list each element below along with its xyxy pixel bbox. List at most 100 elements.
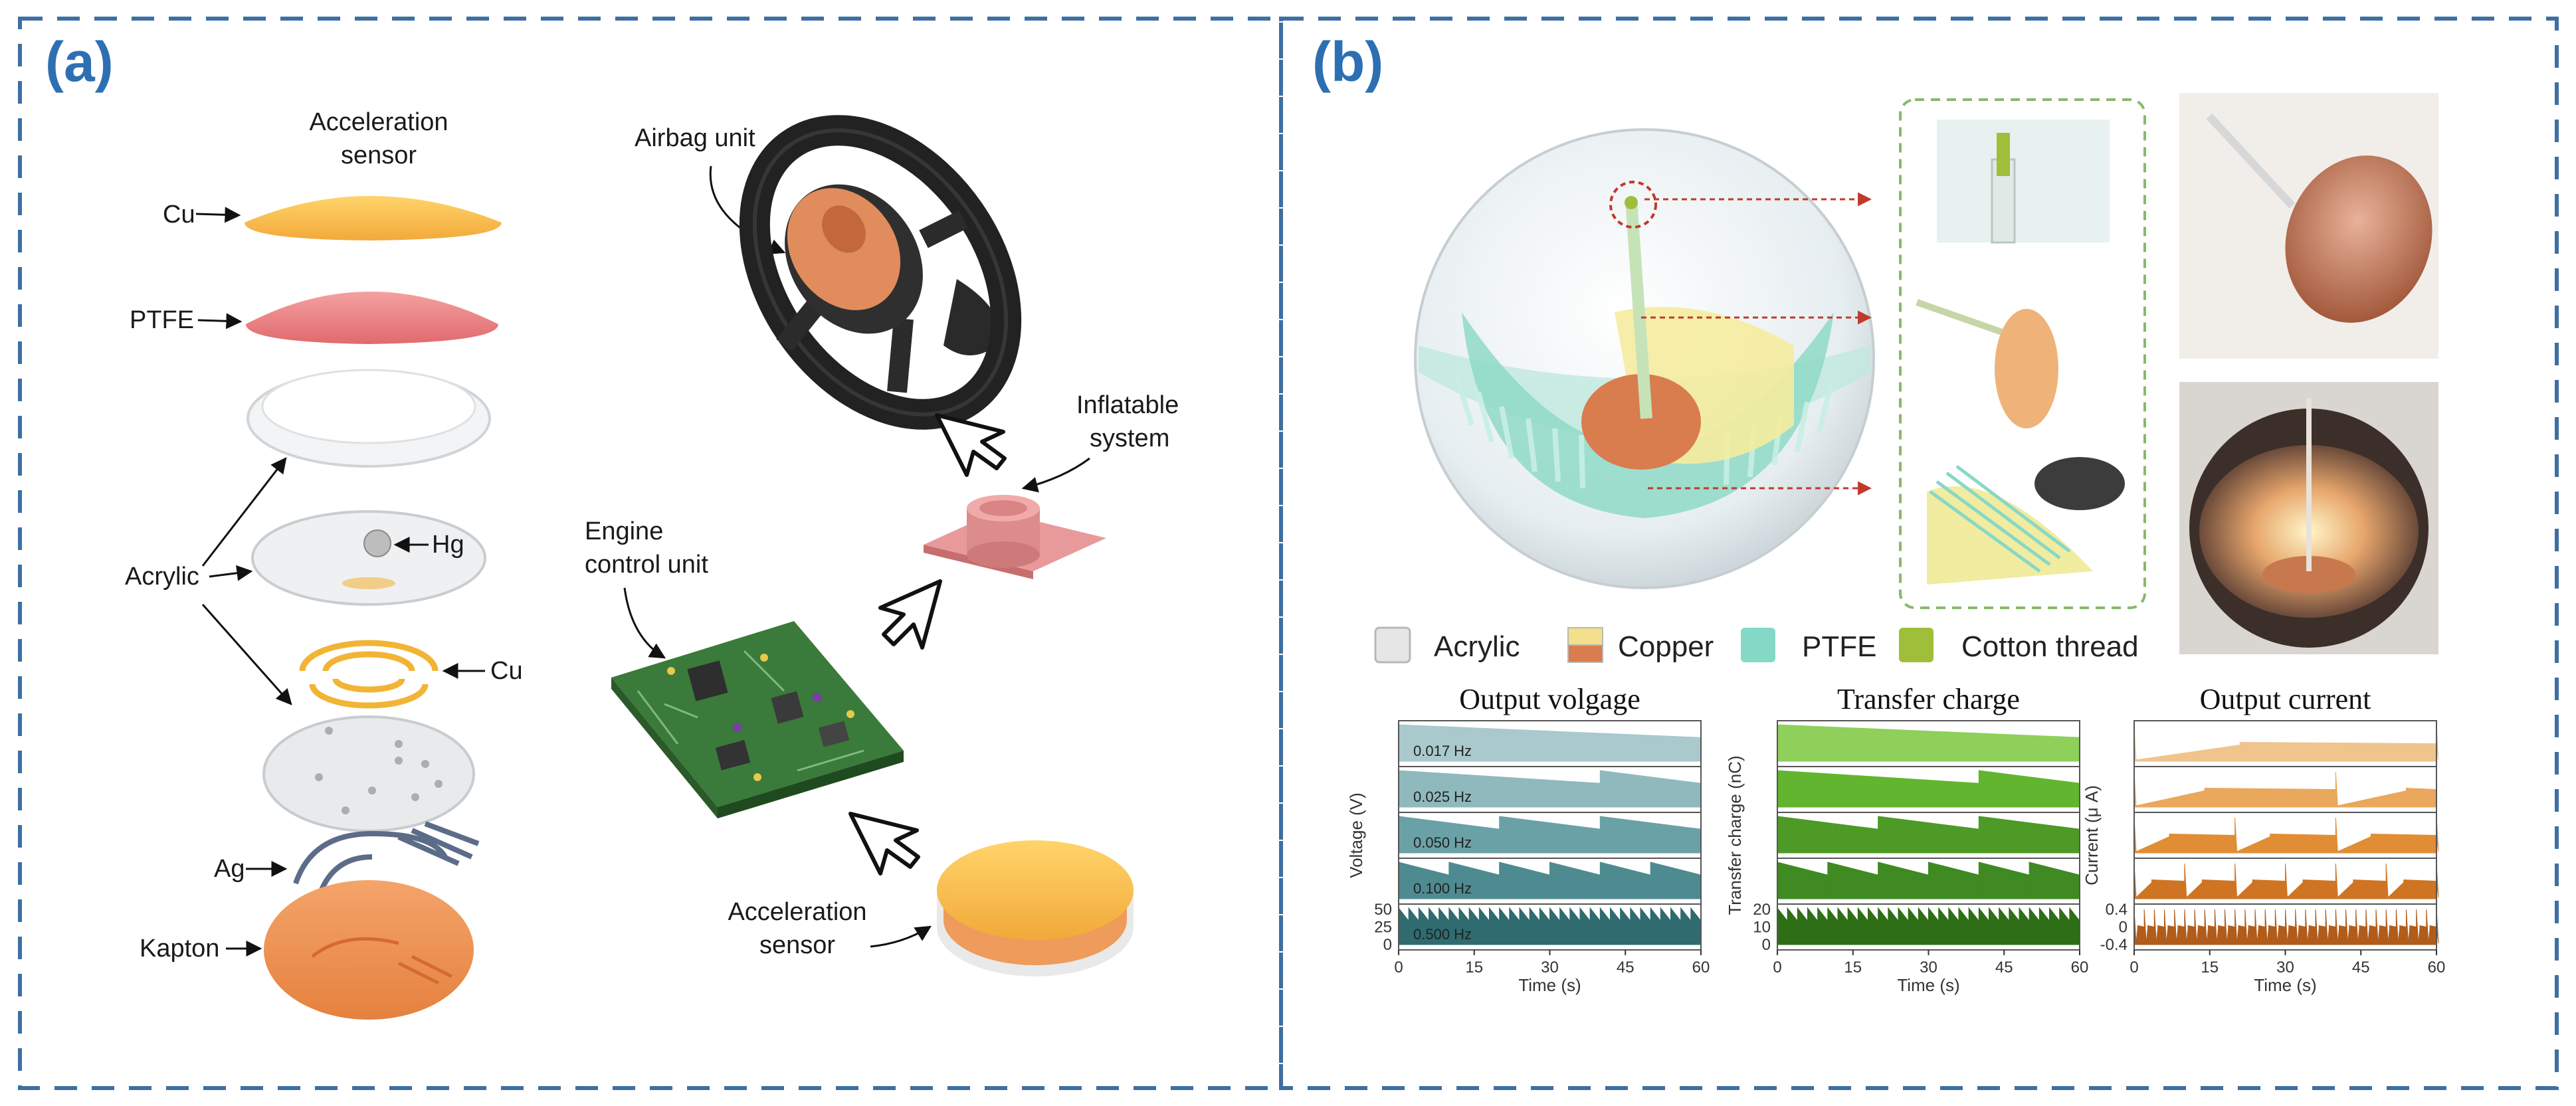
airbag-system-diagram: Airbag unit Inflatable system	[585, 115, 1179, 976]
hg-droplet	[363, 529, 391, 557]
label-ptfe: PTFE	[130, 306, 194, 334]
trace-row-5	[1777, 907, 2080, 945]
zoom-detail-box	[1899, 98, 2146, 609]
y-tick-label: 25	[1374, 919, 1392, 937]
material-legend: Acrylic Copper PTFE Cotton thread	[1374, 626, 2139, 664]
flow-arrow-middle	[878, 579, 942, 650]
x-tick-label: 0	[2130, 959, 2138, 976]
photo-lit-hemisphere	[2179, 382, 2438, 654]
label-acceleration-sensor-top-2: sensor	[341, 141, 417, 169]
y-tick-label: 50	[1374, 901, 1392, 919]
x-tick-label: 15	[1844, 959, 1862, 976]
legend-item-copper: Copper	[1567, 627, 1714, 663]
trace-row-4	[2133, 863, 2439, 899]
y-axis-title: Current (μ A)	[2082, 785, 2102, 885]
panel-a-letter: (a)	[45, 31, 114, 93]
x-axis-title: Time (s)	[1518, 975, 1581, 995]
panel-b-frame	[1279, 17, 2559, 1090]
y-tick-label: 0	[1383, 936, 1392, 954]
sensor-exploded-view: Acceleration sensor Cu PTFE Hg Acrylic	[125, 108, 523, 1020]
x-tick-label: 60	[1692, 959, 1710, 976]
chart-1: Output volgage 0.017 Hz 0.025 Hz 0.050 Hz 0.…	[1346, 683, 1710, 995]
label-ag: Ag	[214, 855, 245, 883]
panel-a: (a) Acceleration sensor Cu PTFE Hg Acryl…	[45, 31, 1179, 1020]
kapton-substrate	[264, 880, 474, 1020]
label-hg: Hg	[432, 531, 464, 559]
panel-a-frame	[18, 17, 1283, 1090]
x-tick-label: 45	[1617, 959, 1635, 976]
panel-b: (b)	[1312, 31, 2445, 995]
inflatable-system	[924, 495, 1106, 579]
label-acrylic: Acrylic	[125, 563, 199, 591]
cotton-thread-rod	[1625, 199, 1652, 419]
trace-row-2	[1777, 770, 2080, 808]
label-acceleration-sensor-bottom-1: Acceleration	[728, 898, 866, 926]
acrylic-disk-hg	[251, 510, 486, 606]
ptfe-layer	[246, 292, 498, 344]
frequency-label: 0.050 Hz	[1413, 834, 1472, 851]
flow-arrow-top	[935, 413, 1007, 477]
x-axis-title: Time (s)	[1897, 975, 1959, 995]
frequency-label: 0.025 Hz	[1413, 788, 1472, 805]
label-inflatable-system-2: system	[1090, 424, 1169, 452]
label-inflatable-system-1: Inflatable	[1076, 391, 1179, 419]
label-acceleration-sensor-bottom-2: sensor	[759, 931, 835, 959]
x-tick-label: 15	[1465, 959, 1483, 976]
x-tick-label: 30	[1541, 959, 1559, 976]
label-engine-control-unit-2: control unit	[585, 551, 708, 579]
chart-title: Output volgage	[1459, 683, 1640, 715]
label-airbag-unit: Airbag unit	[635, 124, 755, 152]
y-tick-label: 10	[1753, 919, 1771, 937]
steering-wheel	[739, 115, 1022, 430]
label-cu-top: Cu	[163, 201, 195, 229]
chart-title: Transfer charge	[1837, 683, 2020, 715]
ag-electrodes	[293, 821, 480, 898]
label-cu-mid: Cu	[490, 657, 523, 685]
svg-text:Acrylic: Acrylic	[1434, 630, 1520, 663]
y-tick-label: 0	[1762, 936, 1771, 954]
svg-text:Copper: Copper	[1618, 630, 1714, 663]
y-tick-label: 0.4	[2106, 901, 2128, 919]
x-tick-label: 30	[1920, 959, 1937, 976]
x-tick-label: 60	[2428, 959, 2446, 976]
x-tick-label: 15	[2201, 959, 2219, 976]
x-tick-label: 30	[2276, 959, 2294, 976]
frequency-label: 0.500 Hz	[1413, 926, 1472, 943]
panel-b-letter: (b)	[1312, 31, 1383, 93]
cu-top-layer	[245, 196, 502, 240]
y-axis-title: Transfer charge (nC)	[1725, 755, 1745, 915]
trace-row-3	[1777, 816, 2080, 854]
legend-item-ptfe: PTFE	[1741, 628, 1876, 663]
x-tick-label: 0	[1394, 959, 1403, 976]
chart-title: Output current	[2200, 683, 2371, 715]
acceleration-sensor-device	[937, 840, 1134, 976]
output-charts: Output volgage 0.017 Hz 0.025 Hz 0.050 Hz 0.…	[1346, 683, 2445, 995]
legend-item-cotton-thread: Cotton thread	[1899, 628, 2139, 663]
x-axis-title: Time (s)	[2254, 975, 2316, 995]
hemisphere-device	[1414, 128, 1875, 589]
x-tick-label: 0	[1773, 959, 1781, 976]
x-tick-label: 45	[2352, 959, 2370, 976]
svg-text:Cotton thread: Cotton thread	[1961, 630, 2139, 663]
y-tick-label: 0	[2119, 919, 2128, 937]
y-tick-label: 20	[1753, 901, 1771, 919]
frequency-label: 0.017 Hz	[1413, 743, 1472, 759]
legend-item-acrylic: Acrylic	[1374, 626, 1520, 664]
label-acceleration-sensor-top-1: Acceleration	[309, 108, 448, 136]
trace-row-5	[2133, 909, 2439, 945]
label-kapton: Kapton	[140, 935, 219, 963]
photo-copper-disk	[2179, 93, 2438, 359]
y-axis-title: Voltage (V)	[1346, 792, 1366, 878]
trace-row-4	[1777, 862, 2080, 899]
trace-row-3	[2133, 817, 2439, 854]
label-engine-control-unit-1: Engine	[585, 517, 663, 545]
engine-control-unit-board	[611, 621, 904, 818]
perforated-acrylic-disk	[262, 715, 475, 832]
trace-row-5	[1398, 907, 1702, 945]
x-tick-label: 45	[1995, 959, 2013, 976]
svg-text:PTFE: PTFE	[1802, 630, 1876, 663]
cu-ring-electrodes	[299, 640, 439, 709]
